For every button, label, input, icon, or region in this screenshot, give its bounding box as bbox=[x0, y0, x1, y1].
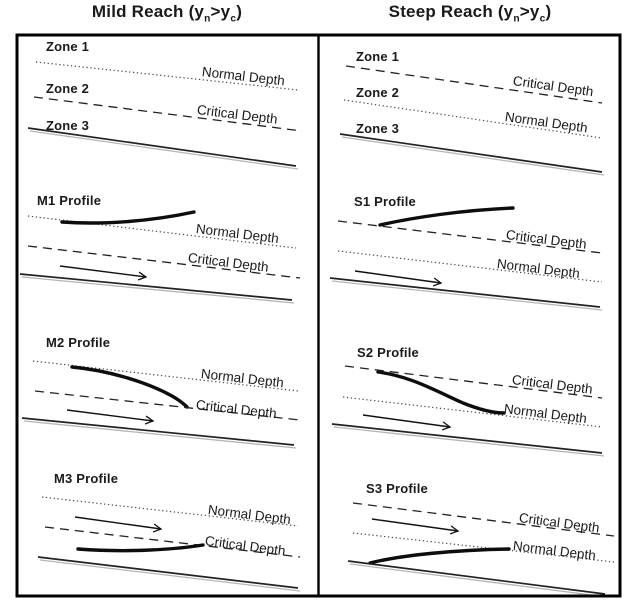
m1-water-surface-curve bbox=[60, 210, 196, 225]
s1-normal-depth-line bbox=[337, 250, 603, 283]
mild-zones-normal-depth-line bbox=[35, 61, 299, 91]
m2-normal-depth-line bbox=[32, 360, 299, 392]
m1-critical-depth-line bbox=[27, 245, 301, 279]
steep-zone2-label: Zone 2 bbox=[356, 85, 400, 100]
s2-profile-label: S2 Profile bbox=[357, 345, 419, 360]
m2-profile-label: M2 Profile bbox=[46, 335, 111, 350]
mild-zone2-label: Zone 2 bbox=[46, 81, 90, 96]
mild-zones-bed-shadow bbox=[29, 130, 299, 170]
m3-critical-depth-line bbox=[44, 526, 301, 558]
m2-channel-bed-line bbox=[21, 417, 295, 446]
s1-profile-label: S1 Profile bbox=[354, 194, 416, 209]
steep-title-sub-n: n bbox=[513, 13, 520, 25]
mild-zones-channel-bed-line bbox=[27, 127, 297, 167]
m2-water-surface-curve bbox=[70, 365, 189, 409]
mild-zones-critical-depth-line bbox=[33, 96, 303, 132]
m3-flow-direction-arrow bbox=[74, 516, 161, 529]
mild-title-close: ) bbox=[236, 2, 243, 21]
s3-water-surface-curve bbox=[368, 547, 511, 565]
m3-bed-shadow bbox=[39, 559, 301, 592]
m3-normal-depth-line bbox=[41, 496, 299, 527]
m3-profile-label: M3 Profile bbox=[54, 471, 119, 486]
mild-zone1-label: Zone 1 bbox=[46, 39, 90, 54]
m1-flow-direction-arrow bbox=[59, 265, 146, 277]
mild-zone3-label: Zone 3 bbox=[46, 118, 90, 133]
m2-flow-direction-arrow bbox=[66, 409, 153, 421]
s3-channel-bed-line bbox=[347, 560, 606, 595]
steep-zone1-label: Zone 1 bbox=[356, 49, 400, 64]
s1-water-surface-curve bbox=[378, 206, 515, 227]
steep-zones-channel-bed-line bbox=[339, 133, 603, 173]
s3-flow-direction-arrow bbox=[371, 518, 458, 531]
m3-channel-bed-line bbox=[37, 556, 299, 589]
steep-zones-bed-shadow bbox=[341, 136, 605, 176]
steep-zone3-label: Zone 3 bbox=[356, 121, 400, 136]
mild-title-sub-c: c bbox=[230, 13, 237, 25]
mild-title-compare: >y bbox=[210, 2, 231, 21]
mild-reach-title: Mild Reach (yn>yc) bbox=[16, 2, 318, 24]
s3-bed-shadow bbox=[349, 563, 608, 598]
mild-title-text: Mild Reach (y bbox=[91, 2, 205, 21]
steep-title-sub-c: c bbox=[539, 13, 546, 25]
m1-bed-shadow bbox=[21, 276, 295, 304]
s1-flow-direction-arrow bbox=[354, 270, 441, 283]
s2-bed-shadow bbox=[333, 426, 605, 457]
m3-water-surface-curve bbox=[76, 543, 205, 553]
m2-bed-shadow bbox=[23, 420, 297, 449]
s1-channel-bed-line bbox=[329, 277, 601, 308]
s2-channel-bed-line bbox=[331, 423, 603, 454]
mild-title-sub-n: n bbox=[204, 13, 211, 25]
s2-normal-depth-line bbox=[342, 396, 603, 428]
s2-flow-direction-arrow bbox=[362, 414, 450, 427]
s1-bed-shadow bbox=[331, 280, 603, 311]
steep-title-text: Steep Reach (y bbox=[388, 2, 514, 21]
s2-critical-depth-line bbox=[344, 365, 603, 399]
steep-zones-normal-depth-line bbox=[343, 99, 603, 139]
steep-reach-title: Steep Reach (yn>yc) bbox=[320, 2, 620, 24]
s3-profile-label: S3 Profile bbox=[366, 481, 428, 496]
m1-channel-bed-line bbox=[19, 273, 293, 301]
steep-title-compare: >y bbox=[519, 2, 540, 21]
steep-zones-critical-depth-line bbox=[345, 65, 603, 104]
m1-profile-label: M1 Profile bbox=[37, 193, 102, 208]
steep-title-close: ) bbox=[545, 2, 552, 21]
s2-water-surface-curve bbox=[376, 370, 506, 415]
s3-normal-depth-line bbox=[352, 532, 615, 563]
